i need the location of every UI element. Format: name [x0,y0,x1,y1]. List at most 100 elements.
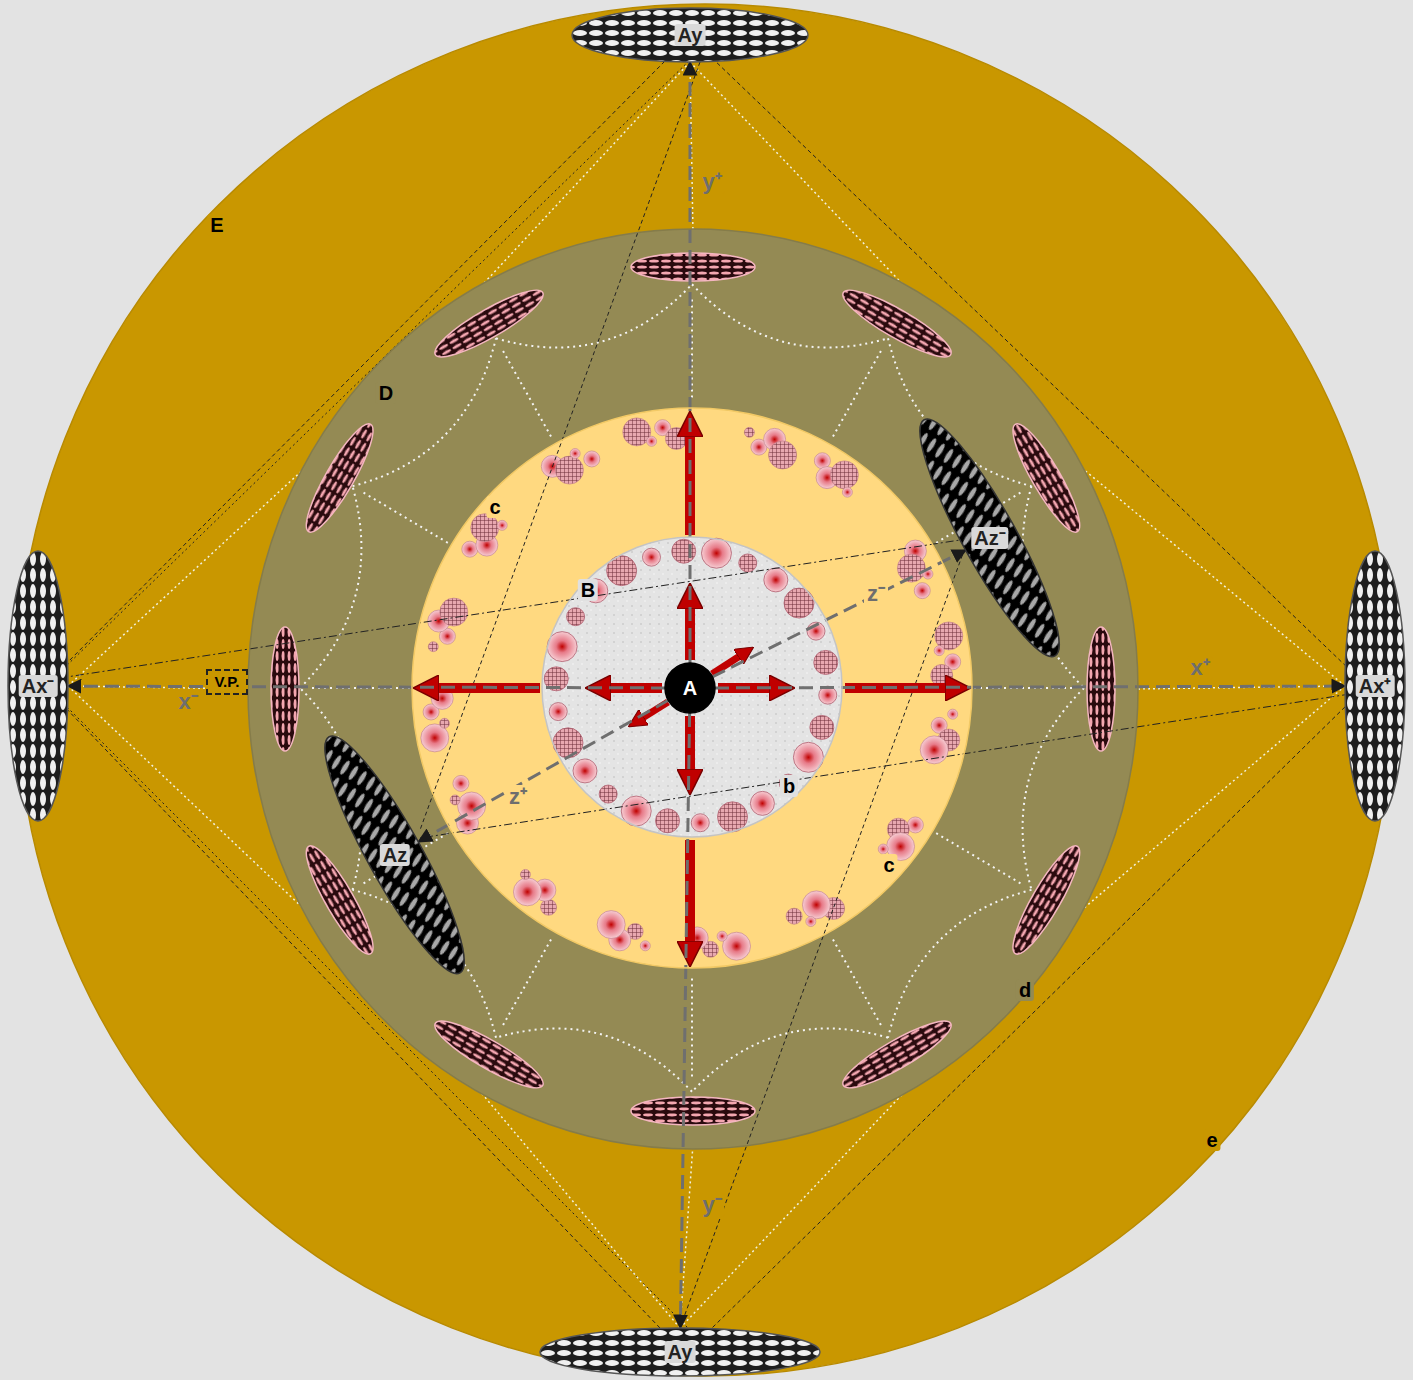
pole-ellipse: Ay [540,1328,820,1376]
pink-ellipse [271,627,299,751]
particle [717,931,727,941]
pole-ellipse-shape [572,8,808,62]
c-ring-decoration [421,418,963,960]
pole-ellipse-outline [572,8,808,62]
dotted-path [363,833,448,883]
outer-sphere-e [17,4,1393,1376]
particle [878,844,888,854]
sphere-region: DdccBbAAz⁻Az [248,229,1138,1149]
particle [497,520,507,530]
sphere-region-outline [17,4,1393,1376]
pink-ellipse [428,1011,549,1097]
dotted-arc [353,338,496,486]
pole-ellipse-outline [920,419,1059,657]
particle [428,642,438,652]
particle [718,802,748,832]
construction-lines [60,58,1350,1330]
region-label: Ax⁻ [19,675,58,697]
sphere-region: ccBbA [412,408,972,968]
particle [739,554,757,572]
particle [793,742,823,772]
particle [814,650,838,674]
particle [440,598,468,626]
particle [621,796,651,826]
region-label: b [780,775,798,797]
particle [764,568,788,592]
axis-label: y⁺ [699,170,724,194]
particle [553,728,583,758]
particle [462,541,478,557]
axis-label: z⁻ [864,582,888,606]
particle [547,632,577,662]
particle [672,539,696,563]
sphere-region-outline [412,408,972,968]
region-label: A [680,677,700,699]
pink-ellipse [836,280,957,366]
region-label: Ay [665,1341,696,1363]
particle [513,878,541,906]
sphere-region: BbA [542,537,842,837]
pink-ellipse [836,1011,957,1097]
dotted-line [680,1144,693,1328]
particle [555,456,583,484]
dotted-path [833,940,882,1027]
force-arrows [426,424,958,954]
sphere-d [248,229,1138,1149]
particle [541,899,557,915]
pole-ellipse: Az [325,736,464,974]
axis-connector [712,550,965,677]
sphere-region-shape [17,4,1393,1376]
particle [830,461,858,489]
particle [665,427,687,449]
axis-label: y⁻ [699,1193,724,1217]
pole-ellipse-shape [901,407,1079,669]
pole-ellipse-shape [8,551,68,821]
axis-connector [680,713,689,1328]
sphere-region-outline [248,229,1138,1149]
d-ring-decoration [271,253,1115,1125]
pink-ellipse [297,417,383,538]
sphere-region: EeDdccBbAAz⁻AzAyAx⁻Ax⁺AyV.P. [17,4,1393,1376]
pole-ellipse: Ax⁺ [1345,551,1405,821]
pole-ellipse-outline [8,551,68,821]
region-label: e [1203,1129,1220,1151]
particle [599,785,617,803]
particle [784,588,814,618]
dotted-path [502,940,551,1027]
particle [779,774,797,792]
particle [450,795,460,805]
particle [691,814,709,832]
b-ring-decoration [544,538,838,833]
particle [750,791,774,815]
center-point-shape [665,663,715,713]
dotted-path [691,978,693,1079]
particle [549,703,567,721]
particle [814,453,830,469]
particle [584,451,600,467]
axis-connector [68,686,665,688]
particle [786,908,802,924]
dotted-arc [888,890,1031,1038]
particle [567,608,585,626]
particle [584,579,608,603]
particle [810,715,834,739]
region-label: D [376,382,396,404]
axis-label: z⁺ [506,785,530,809]
pink-ellipse [631,253,755,281]
sphere-region-shape [412,408,972,968]
pole-ellipse-outline [1345,551,1405,821]
particle [642,548,660,566]
pole-ellipse-outline [540,1328,820,1376]
pink-ellipse [631,1097,755,1125]
particle [647,436,657,446]
sphere-region-shape [248,229,1138,1149]
center-point-outline [665,663,715,713]
particle [744,427,754,437]
region-label: c [486,496,503,518]
axis-label: x⁻ [175,690,200,714]
pink-ellipse [1003,839,1089,960]
pink-ellipse [297,839,383,960]
vp-box: V.P. [206,669,247,695]
dotted-path [936,492,1021,542]
